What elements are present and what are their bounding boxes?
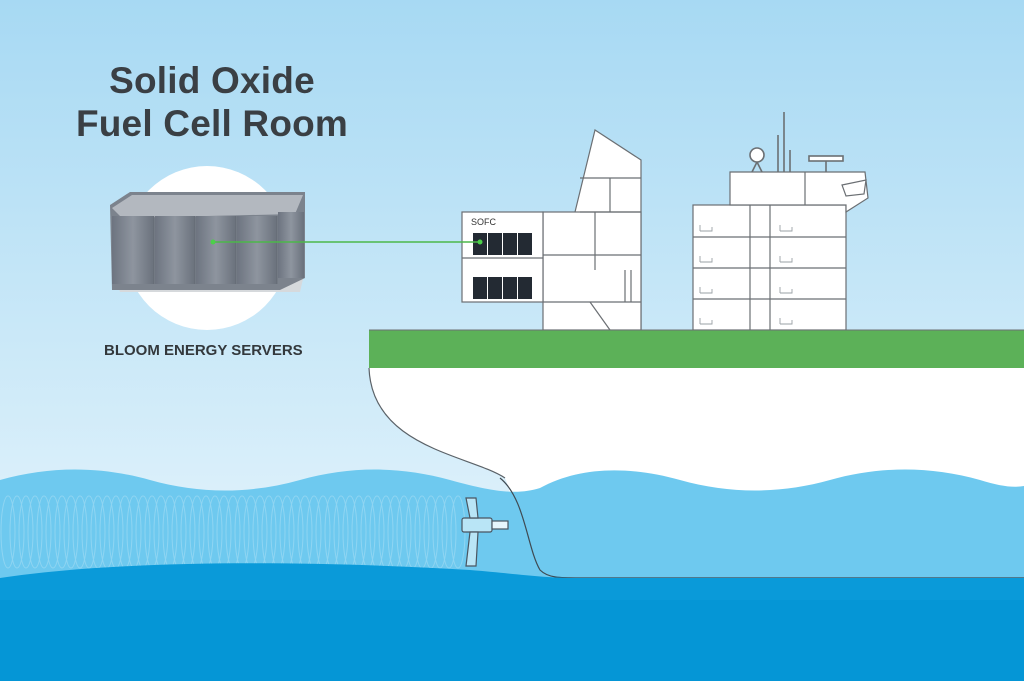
propeller-icon: [461, 497, 509, 567]
sea-surface: [0, 469, 1024, 578]
deep-sea-lower: [0, 600, 1024, 681]
title-line-2: Fuel Cell Room: [75, 103, 349, 144]
hull-bow-outline: [368, 367, 506, 479]
wash-loop: [441, 495, 457, 569]
connector-dot-left: [210, 239, 216, 245]
superstructure-bridge: [692, 171, 869, 331]
connector-dot-right: [477, 239, 483, 245]
servers-caption: BLOOM ENERGY SERVERS: [104, 342, 303, 359]
mast-antennas: [749, 112, 844, 173]
sofc-room-label: SOFC: [471, 217, 497, 227]
wash-loop: [45, 495, 61, 569]
wash-loop: [36, 495, 52, 569]
wash-loop: [432, 495, 448, 569]
wash-loop: [54, 495, 70, 569]
propeller-wash: [0, 495, 466, 569]
wash-loop: [18, 495, 34, 569]
wash-loop: [72, 495, 88, 569]
wash-loop: [63, 495, 79, 569]
cabin-beds: [699, 225, 793, 325]
wash-loop: [9, 495, 25, 569]
fuel-cell-servers-icon: [110, 192, 305, 292]
title-line-1: Solid Oxide: [109, 60, 315, 101]
wash-loop: [81, 495, 97, 569]
wash-loop: [0, 495, 16, 569]
hull-green-stripe: [369, 330, 1024, 368]
wash-loop: [27, 495, 43, 569]
